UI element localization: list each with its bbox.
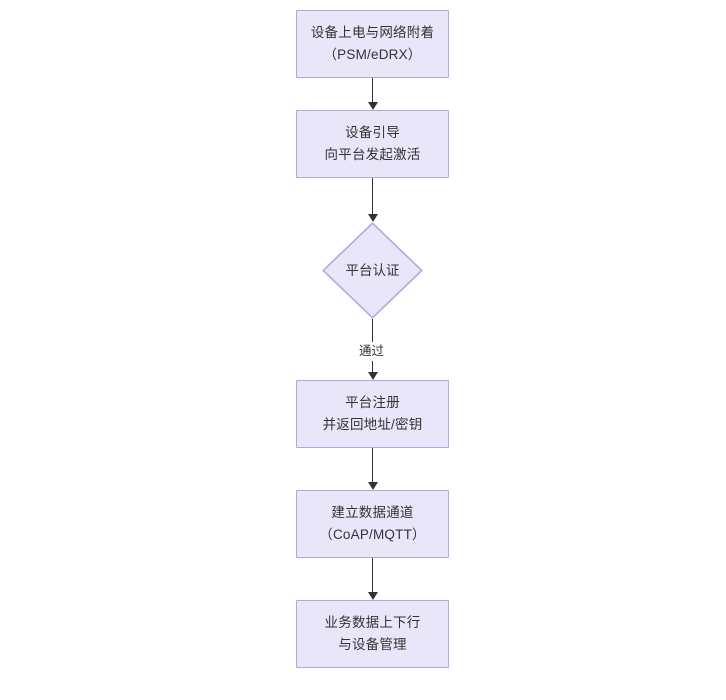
connector-power-on-to-bootstrap [361,78,385,110]
connector-register-to-channel [361,448,385,490]
flow-node-power-on[interactable]: 设备上电与网络附着 （PSM/eDRX） [296,10,449,78]
connector-line [371,78,374,103]
arrowhead-icon [367,372,378,380]
edge-label-pass: 通过 [357,342,387,361]
flow-node-auth-label: 平台认证 [345,262,400,278]
diamond-shape-icon [322,222,423,319]
flow-node-channel-line1: 建立数据通道 [331,505,414,520]
flow-node-register-line1: 平台注册 [345,395,400,410]
connector-bootstrap-to-auth [361,178,385,222]
arrowhead-icon [367,482,378,490]
flow-node-bootstrap-line1: 设备引导 [345,125,400,140]
flow-node-bootstrap-line2: 向平台发起激活 [324,147,421,162]
flow-node-auth[interactable]: 平台认证 [322,222,423,319]
flow-node-bootstrap[interactable]: 设备引导 向平台发起激活 [296,110,449,178]
flow-node-register-line2: 并返回地址/密钥 [322,417,423,432]
flow-node-power-on-line1: 设备上电与网络附着 [310,25,435,40]
flow-node-data-exchange-line1: 业务数据上下行 [324,615,421,630]
connector-channel-to-data-exchange [361,558,385,600]
arrowhead-icon [367,214,378,222]
flow-node-data-exchange-line2: 与设备管理 [338,637,407,652]
connector-line [371,448,374,483]
connector-line [371,178,374,215]
flow-node-register[interactable]: 平台注册 并返回地址/密钥 [296,380,449,448]
arrowhead-icon [367,102,378,110]
flow-node-channel-line2: （CoAP/MQTT） [319,527,426,542]
flow-node-data-exchange[interactable]: 业务数据上下行 与设备管理 [296,600,449,668]
flow-node-power-on-line2: （PSM/eDRX） [323,47,422,62]
arrowhead-icon [367,592,378,600]
connector-line [371,558,374,593]
flow-node-channel[interactable]: 建立数据通道 （CoAP/MQTT） [296,490,449,558]
